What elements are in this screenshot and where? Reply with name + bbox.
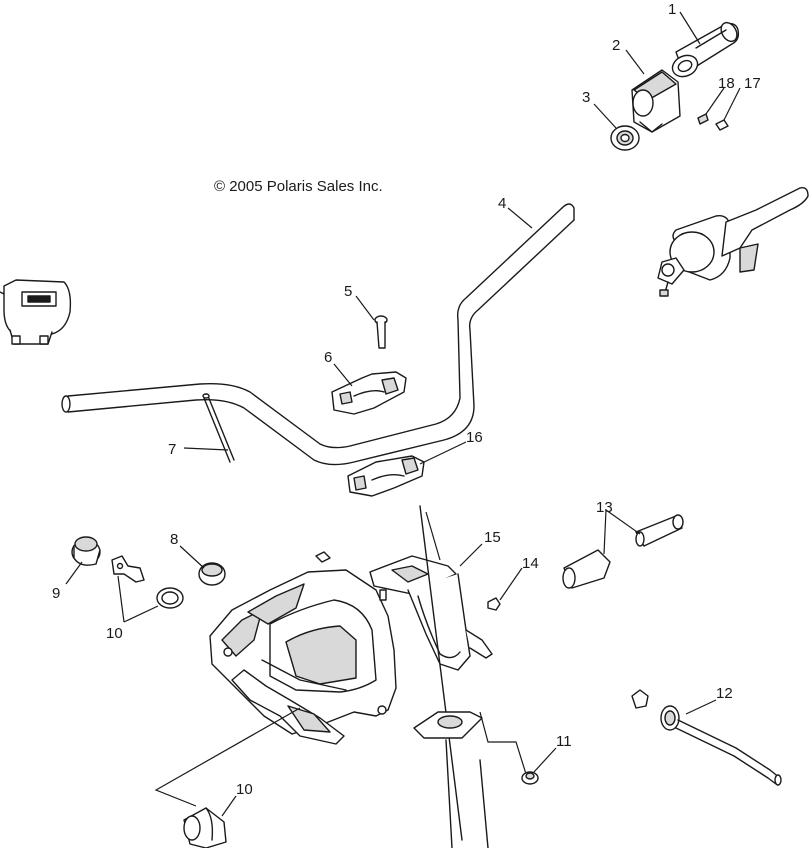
callout-1: 1 xyxy=(668,1,676,18)
callout-12: 12 xyxy=(716,685,733,702)
steering-post xyxy=(413,505,527,848)
callout-leaders xyxy=(65,11,741,817)
callout-6: 6 xyxy=(324,349,332,366)
part-2-throttle-block xyxy=(631,69,681,133)
callout-18: 18 xyxy=(718,75,735,92)
brake-lever-assembly xyxy=(657,186,809,297)
callout-7: 7 xyxy=(168,441,176,458)
callout-3: 3 xyxy=(582,89,590,106)
part-16-lower-clamp xyxy=(347,455,425,497)
part-15-bracket xyxy=(369,555,493,671)
callout-10-upper: 10 xyxy=(106,625,123,642)
callout-11: 11 xyxy=(556,733,572,750)
part-9-cap xyxy=(71,536,101,566)
callout-10-lower: 10 xyxy=(236,781,253,798)
callout-4: 4 xyxy=(498,195,506,212)
callout-numbers: 1 2 3 4 5 6 7 8 9 10 11 12 13 14 15 16 1… xyxy=(52,1,761,798)
part-8-grommet xyxy=(198,562,226,586)
callout-9: 9 xyxy=(52,585,60,602)
part-5-bolt xyxy=(374,315,388,349)
part-10-boot xyxy=(183,807,227,848)
callout-13: 13 xyxy=(596,499,613,516)
callout-16: 16 xyxy=(466,429,483,446)
part-11-nut xyxy=(521,771,539,785)
part-17-nut xyxy=(715,119,729,131)
callout-17: 17 xyxy=(744,75,761,92)
copyright-notice: © 2005 Polaris Sales Inc. xyxy=(214,178,383,195)
instrument-pod-housing xyxy=(209,569,397,745)
left-switch-housing xyxy=(0,279,72,345)
callout-14: 14 xyxy=(522,555,539,572)
part-13-tube-and-sleeve xyxy=(562,514,684,589)
part-14-clip xyxy=(487,597,501,611)
callout-2: 2 xyxy=(612,37,620,54)
callout-5: 5 xyxy=(344,283,352,300)
callout-15: 15 xyxy=(484,529,501,546)
nut xyxy=(315,551,331,563)
part-18-screw xyxy=(697,113,709,125)
part-6-upper-clamp xyxy=(331,371,407,415)
part-3-collar xyxy=(610,125,640,151)
part-4-handlebar xyxy=(61,203,575,466)
callout-8: 8 xyxy=(170,531,178,548)
part-7-long-bolt xyxy=(202,393,235,463)
part-12-throttle-cable xyxy=(631,689,782,786)
part-10-key-and-ring xyxy=(111,555,184,609)
part-1-grip xyxy=(671,21,740,78)
